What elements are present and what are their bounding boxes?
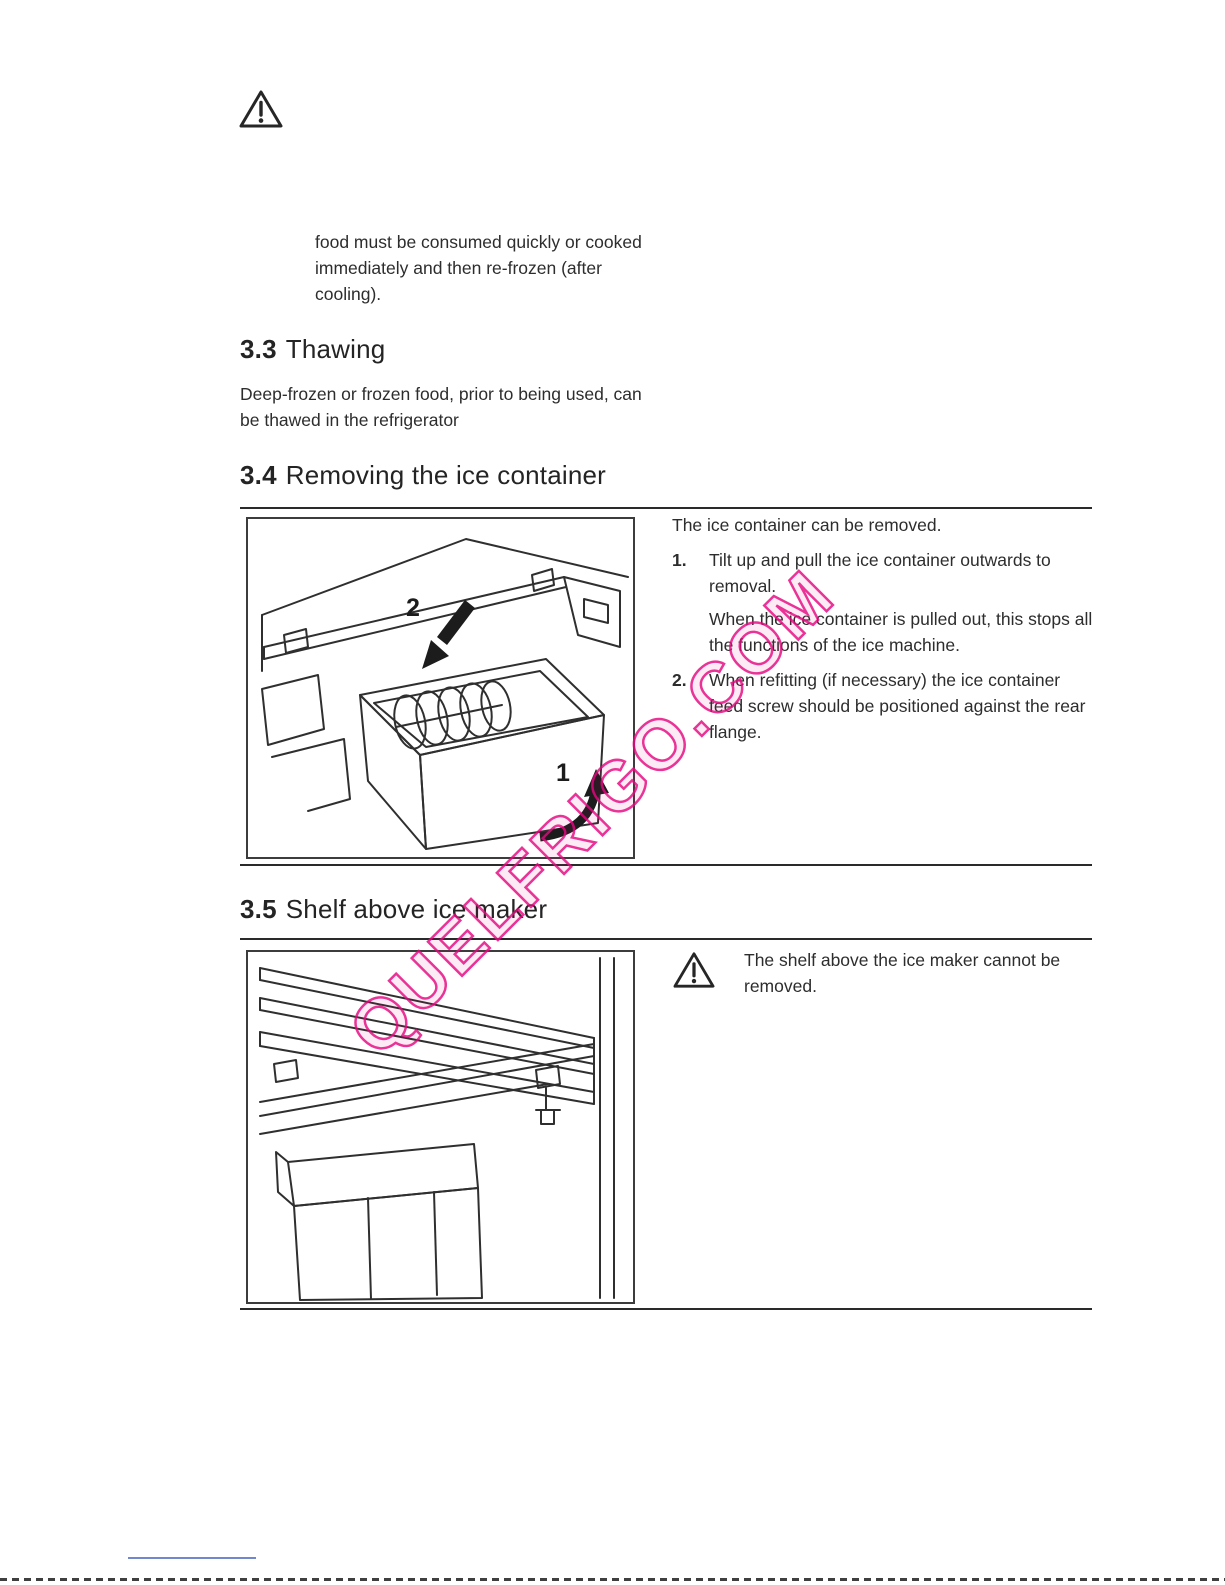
step-text: When refitting (if necessary) the ice co… [709,670,1086,742]
ice-container-instructions: The ice container can be removed. 1. Til… [672,512,1096,745]
section-divider [240,507,1092,509]
instruction-step-1: 1. Tilt up and pull the ice container ou… [672,547,1096,658]
section-number: 3.4 [240,460,277,490]
section-divider [240,864,1092,866]
scan-artifact-line [128,1557,256,1559]
scan-artifact-bottom-dashes [0,1578,1225,1581]
shelf-figure [246,950,635,1304]
section-title: Removing the ice container [285,460,607,490]
instruction-step-2: 2. When refitting (if necessary) the ice… [672,667,1096,745]
thawing-paragraph: Deep-frozen or frozen food, prior to bei… [240,384,642,430]
warning-triangle-icon [238,88,284,135]
step-number: 1. [672,550,687,570]
section-heading-ice-container: 3.4 Removing the ice container [240,460,606,491]
instructions-intro: The ice container can be removed. [672,515,942,535]
ice-container-figure: 2 1 [246,517,635,859]
shelf-illustration [259,957,615,1301]
figure-step-label-2: 2 [406,594,420,622]
section-title: Shelf above ice maker [285,894,548,924]
ice-container-illustration: 2 1 [261,538,629,850]
step-number: 2. [672,670,687,690]
warning-triangle-icon [672,950,716,995]
shelf-warning-text: The shelf above the ice maker cannot be … [744,950,1061,996]
section-divider [240,938,1092,940]
section-divider [240,1308,1092,1310]
section-title: Thawing [285,334,386,364]
section-number: 3.5 [240,894,277,924]
step-text: Tilt up and pull the ice container outwa… [709,550,1051,596]
section-heading-thawing: 3.3 Thawing [240,334,385,365]
section-number: 3.3 [240,334,277,364]
figure-step-label-1: 1 [556,759,570,787]
section-heading-shelf: 3.5 Shelf above ice maker [240,894,547,925]
intro-paragraph: food must be consumed quickly or cooked … [315,232,642,304]
step-note: When the ice container is pulled out, th… [709,609,1093,655]
